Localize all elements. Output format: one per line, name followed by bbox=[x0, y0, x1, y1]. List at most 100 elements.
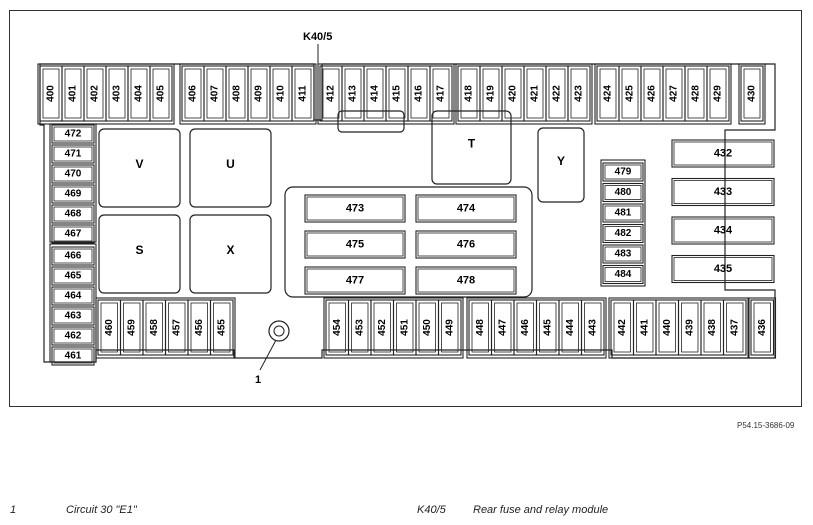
fuse-label-437: 437 bbox=[729, 319, 740, 336]
fuse-459-inner bbox=[123, 302, 141, 353]
fuse-466-inner bbox=[53, 248, 93, 264]
fuse-label-483: 483 bbox=[615, 249, 632, 260]
fuse-label-445: 445 bbox=[542, 319, 553, 336]
fuse-label-468: 468 bbox=[65, 209, 82, 220]
fuse-label-426: 426 bbox=[647, 85, 658, 102]
relay-V bbox=[98, 128, 181, 208]
relay-label-T: T bbox=[468, 137, 476, 151]
fuse-label-414: 414 bbox=[370, 85, 381, 102]
fuse-label-458: 458 bbox=[149, 319, 160, 336]
fuse-443 bbox=[580, 299, 605, 356]
fuse-label-478: 478 bbox=[457, 275, 475, 287]
fuse-label-404: 404 bbox=[134, 85, 145, 102]
fuse-428-inner bbox=[687, 68, 705, 119]
fuse-455-inner bbox=[213, 302, 231, 353]
fuse-432 bbox=[671, 139, 775, 168]
fuse-label-459: 459 bbox=[126, 319, 137, 336]
fuse-411 bbox=[291, 65, 315, 122]
fuse-417 bbox=[429, 65, 453, 122]
fuse-label-465: 465 bbox=[65, 271, 82, 282]
fuse-label-432: 432 bbox=[714, 148, 732, 160]
circuit-30-terminal bbox=[268, 320, 290, 342]
fuse-432-inner bbox=[673, 141, 773, 166]
fuse-403-inner bbox=[108, 68, 126, 119]
relay-label-V: V bbox=[135, 157, 143, 171]
fuse-400-inner bbox=[42, 68, 60, 119]
fuse-407-inner bbox=[206, 68, 224, 119]
fuse-label-476: 476 bbox=[457, 239, 475, 251]
fuse-label-408: 408 bbox=[232, 85, 243, 102]
reference-code: P54.15-3686-09 bbox=[737, 421, 795, 430]
fuse-label-416: 416 bbox=[414, 85, 425, 102]
fuse-label-448: 448 bbox=[475, 319, 486, 336]
fuse-label-472: 472 bbox=[65, 129, 82, 140]
relay-label-S: S bbox=[135, 243, 143, 257]
left-fuse-group-lower bbox=[49, 243, 97, 363]
fuse-478 bbox=[415, 266, 517, 295]
fuse-453-inner bbox=[351, 302, 369, 353]
relay-Y bbox=[537, 127, 585, 203]
fuse-label-439: 439 bbox=[684, 319, 695, 336]
fuse-label-479: 479 bbox=[615, 167, 632, 178]
legend-text-2: Rear fuse and relay module bbox=[473, 504, 609, 516]
fuse-label-427: 427 bbox=[669, 85, 680, 102]
fuse-402-inner bbox=[86, 68, 104, 119]
fuse-435-inner bbox=[673, 257, 773, 281]
fuse-473 bbox=[304, 194, 406, 223]
fuse-label-420: 420 bbox=[508, 85, 519, 102]
fuse-429 bbox=[706, 65, 730, 122]
fuse-412-inner bbox=[322, 68, 340, 119]
fuse-434-inner bbox=[673, 218, 773, 243]
fuse-label-402: 402 bbox=[90, 85, 101, 102]
fuse-430 bbox=[740, 65, 764, 122]
fuse-label-424: 424 bbox=[603, 85, 614, 102]
fuse-425-inner bbox=[621, 68, 639, 119]
module-label: K40/5 bbox=[303, 31, 332, 43]
center-fuse-block bbox=[284, 186, 533, 298]
fuse-455 bbox=[209, 299, 234, 356]
fuse-480 bbox=[602, 182, 644, 203]
fuse-417-inner bbox=[432, 68, 450, 119]
fuse-463 bbox=[51, 306, 95, 326]
fuse-477-inner bbox=[306, 268, 404, 293]
fuse-label-418: 418 bbox=[464, 85, 475, 102]
fuse-439-inner bbox=[681, 302, 699, 353]
top-fuse-group-12 bbox=[317, 63, 455, 125]
fuse-418-inner bbox=[460, 68, 478, 119]
fuse-label-428: 428 bbox=[691, 85, 702, 102]
fuse-467 bbox=[51, 224, 95, 244]
fuse-477 bbox=[304, 266, 406, 295]
fuse-label-443: 443 bbox=[587, 319, 598, 336]
callout-leader bbox=[259, 339, 277, 371]
fuse-452-inner bbox=[373, 302, 391, 353]
fuse-label-473: 473 bbox=[346, 203, 364, 215]
left-fuse-group-upper bbox=[49, 123, 97, 243]
fuse-label-477: 477 bbox=[346, 275, 364, 287]
fuse-426-inner bbox=[643, 68, 661, 119]
fuse-464 bbox=[51, 286, 95, 306]
fuse-473-inner bbox=[306, 196, 404, 221]
fuse-label-419: 419 bbox=[486, 85, 497, 102]
fuse-427-inner bbox=[665, 68, 683, 119]
fuse-label-400: 400 bbox=[46, 85, 57, 102]
fuse-423 bbox=[567, 65, 591, 122]
fuse-419-inner bbox=[482, 68, 500, 119]
top-fuse-group-18 bbox=[455, 63, 593, 125]
fuse-label-434: 434 bbox=[714, 225, 733, 237]
fuse-409-inner bbox=[250, 68, 268, 119]
fuse-label-467: 467 bbox=[65, 229, 82, 240]
fuse-436 bbox=[750, 299, 775, 356]
fuse-label-447: 447 bbox=[497, 319, 508, 336]
fuse-411-inner bbox=[294, 68, 312, 119]
fuse-482-inner bbox=[604, 226, 642, 241]
fuse-462 bbox=[51, 326, 95, 346]
fuse-label-442: 442 bbox=[617, 319, 628, 336]
diagram-frame bbox=[9, 10, 802, 407]
fuse-468-inner bbox=[53, 206, 93, 222]
fuse-429-inner bbox=[709, 68, 727, 119]
fuse-label-452: 452 bbox=[377, 319, 388, 336]
fuse-451-inner bbox=[396, 302, 414, 353]
fuse-421-inner bbox=[526, 68, 544, 119]
fuse-label-471: 471 bbox=[65, 149, 82, 160]
fuse-label-474: 474 bbox=[457, 203, 476, 215]
